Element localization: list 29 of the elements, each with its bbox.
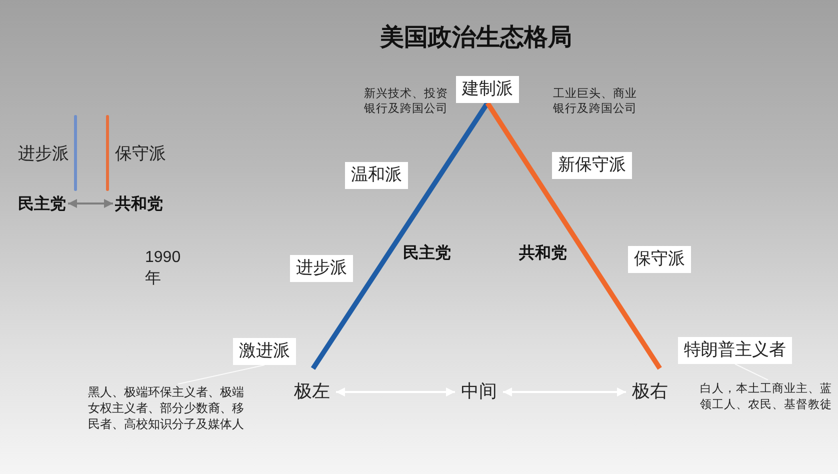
party-label: 共和党 — [519, 243, 567, 262]
spectrum-line — [310, 102, 490, 370]
faction-label-box: 建制派 — [456, 76, 519, 103]
double-arrow — [68, 199, 113, 208]
party-label: 民主党 — [18, 194, 66, 213]
spectrum-line — [485, 102, 662, 370]
legend-label: 保守派 — [115, 144, 166, 164]
description-text: 新兴技术、投资银行及跨国公司 — [364, 86, 448, 116]
faction-label-box: 激进派 — [233, 338, 296, 365]
description-text: 工业巨头、商业银行及跨国公司 — [553, 86, 638, 116]
spectrum-label: 中间 — [461, 381, 497, 403]
faction-label-box: 进步派 — [290, 255, 353, 282]
leader-line — [734, 364, 768, 380]
description-text: 白人，本土工商业主、蓝领工人、农民、基督教徒 — [700, 380, 836, 412]
leader-line — [178, 364, 265, 384]
double-arrow — [503, 388, 626, 396]
party-label: 民主党 — [403, 243, 451, 262]
year-label: 1990年 — [145, 248, 182, 289]
faction-label-box: 保守派 — [628, 246, 691, 273]
faction-label-box: 温和派 — [345, 162, 408, 189]
spectrum-label: 极右 — [632, 381, 668, 403]
description-text: 黑人、极端环保主义者、极端女权主义者、部分少数裔、移民者、高校知识分子及媒体人 — [88, 384, 252, 432]
title: 美国政治生态格局 — [380, 22, 572, 52]
faction-label-box: 新保守派 — [552, 152, 632, 179]
spectrum-label: 极左 — [294, 381, 330, 403]
legend-label: 进步派 — [18, 144, 69, 164]
faction-label-box: 特朗普主义者 — [678, 337, 792, 364]
party-label: 共和党 — [115, 194, 163, 213]
double-arrow — [336, 388, 455, 396]
